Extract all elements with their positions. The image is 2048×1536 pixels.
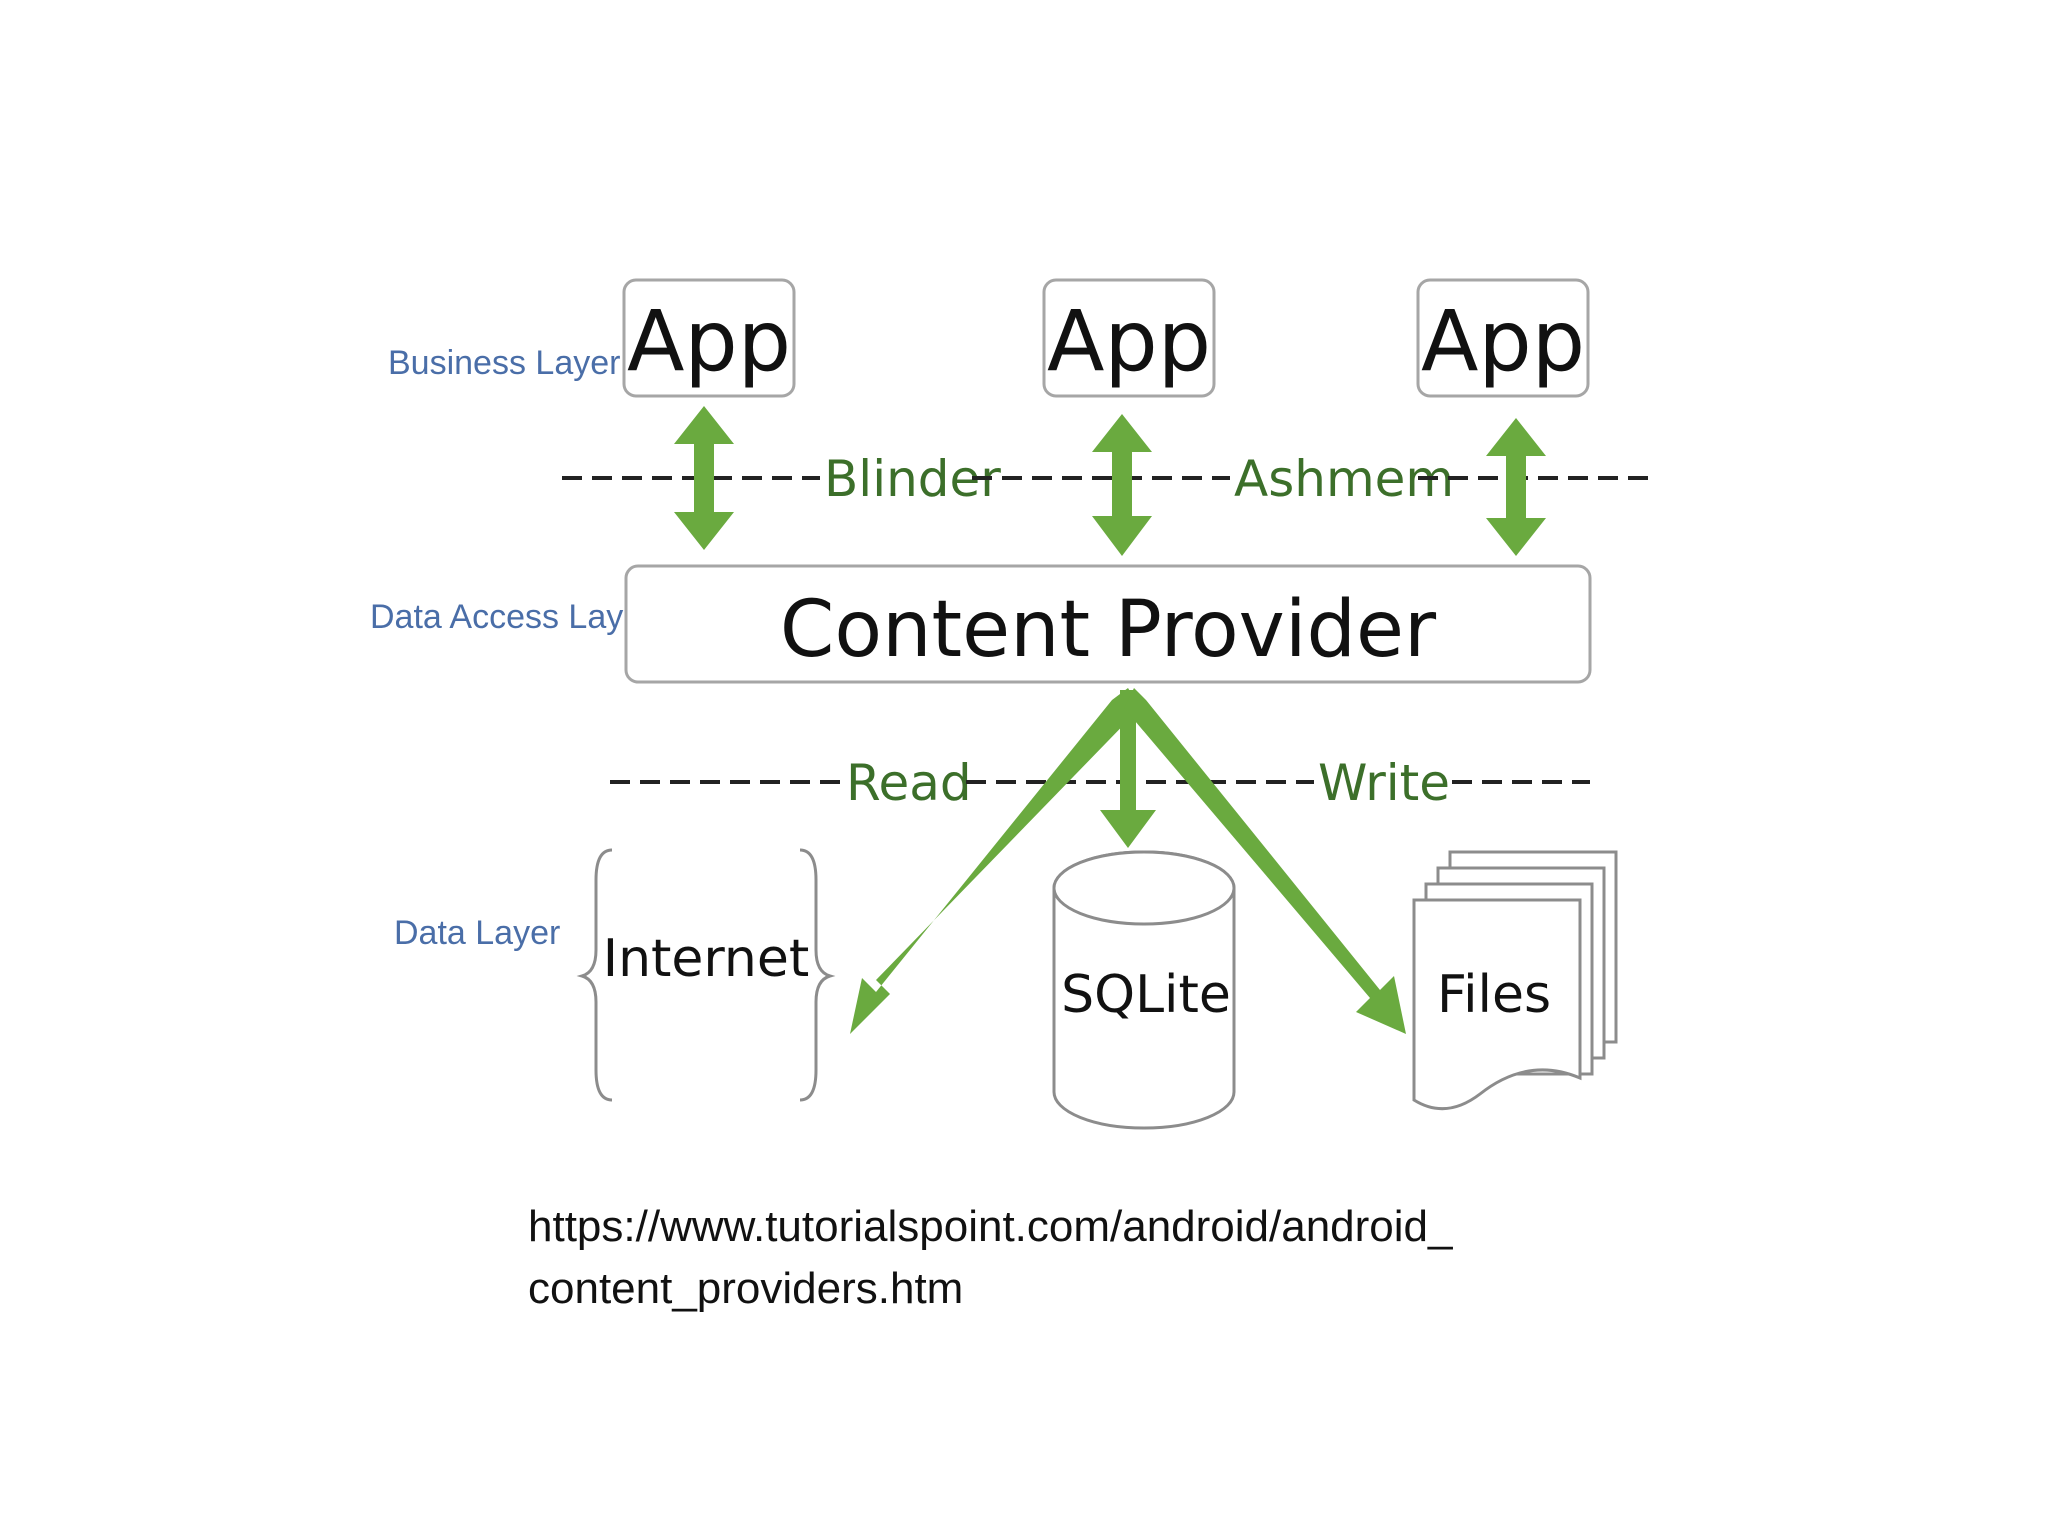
app-label-2: App: [1047, 292, 1211, 390]
arrow-to-internet: [850, 688, 1140, 1034]
data-layer-label: Data Layer: [394, 914, 560, 952]
internet-label: Internet: [603, 929, 809, 989]
source-url-line-1: https://www.tutorialspoint.com/android/a…: [528, 1202, 1453, 1251]
sqlite-label: SQLite: [1061, 965, 1231, 1025]
content-provider-label: Content Provider: [780, 585, 1437, 675]
read-label: Read: [846, 754, 972, 812]
double-arrow-2: [1092, 414, 1152, 556]
app-label-3: App: [1421, 292, 1585, 390]
files-label: Files: [1437, 965, 1551, 1025]
source-url-line-2: content_providers.htm: [528, 1264, 964, 1313]
io-separator: Read Write: [610, 754, 1590, 812]
double-arrow-1: [674, 406, 734, 550]
app-box-2: App: [1042, 278, 1216, 398]
app-box-3: App: [1416, 278, 1590, 398]
arrow-to-files: [1124, 688, 1406, 1034]
ashmem-label: Ashmem: [1234, 450, 1454, 508]
sqlite-store: SQLite: [1052, 850, 1236, 1130]
source-citation: https://www.tutorialspoint.com/android/a…: [528, 1196, 1728, 1320]
business-layer-label: Business Layer: [388, 344, 620, 382]
ipc-separator: Blinder Ashmem: [562, 450, 1656, 508]
content-provider-box: Content Provider: [624, 564, 1592, 684]
document-stack-icon: [1412, 850, 1618, 1111]
files-store: Files: [1412, 850, 1618, 1111]
left-brace-icon: [576, 848, 613, 1102]
arrow-to-sqlite: [1100, 690, 1156, 848]
app-box-1: App: [622, 278, 796, 398]
right-brace-icon: [799, 848, 836, 1102]
write-label: Write: [1318, 754, 1450, 812]
data-access-layer-label: Data Access Layer: [370, 598, 653, 636]
app-label-1: App: [627, 292, 791, 390]
internet-store: Internet: [576, 848, 836, 1102]
double-arrow-3: [1486, 418, 1546, 556]
binder-label: Blinder: [824, 450, 1001, 508]
